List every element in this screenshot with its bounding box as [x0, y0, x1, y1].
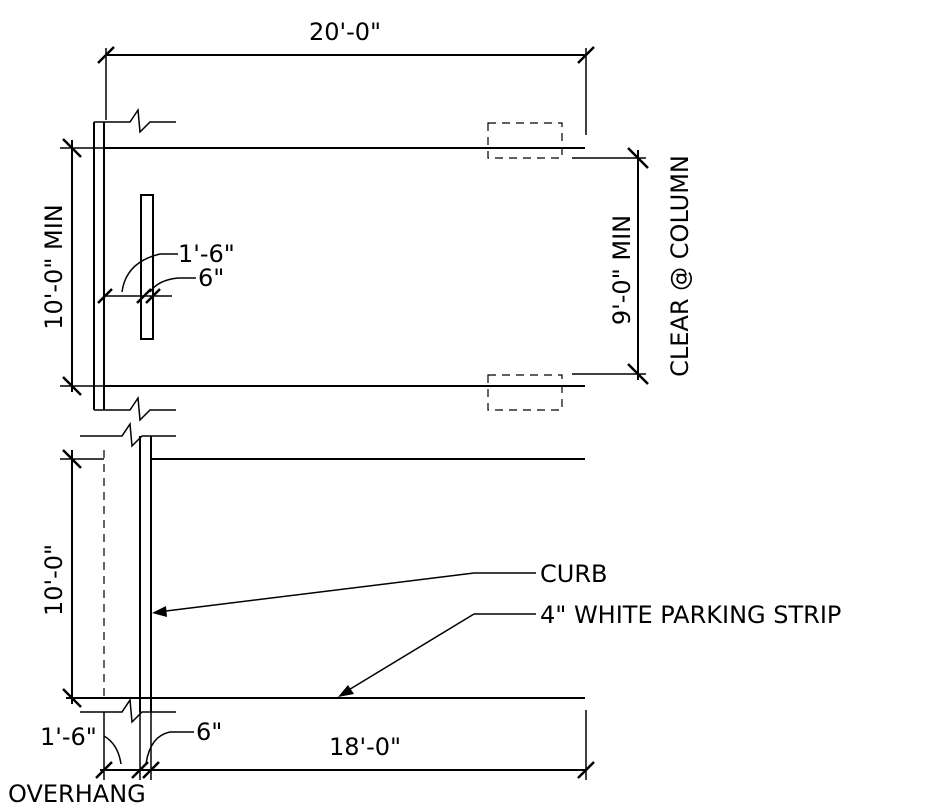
upper-wall: [93, 107, 176, 422]
upper-stall-width-label: 10'-0" MIN: [40, 204, 68, 329]
overhang-note: OVERHANG: [8, 780, 146, 808]
upper-columns: [487, 122, 563, 411]
upper-stall-lines: [104, 147, 585, 387]
column-top: [487, 122, 563, 159]
column-clear-dimension: [572, 147, 649, 385]
strip-leader: [338, 613, 536, 697]
upper-curb-width-label: 6": [198, 264, 224, 292]
bottom-dimensions: [95, 710, 595, 780]
top-width-dimension: [97, 46, 595, 135]
curb-width-label: 6": [196, 718, 222, 746]
wheel-stop: [140, 194, 154, 340]
upper-stall-width-dimension: [60, 138, 104, 396]
column-clear-note: CLEAR @ COLUMN: [666, 155, 694, 377]
upper-curb-offset-label: 1'-6": [178, 240, 235, 268]
upper-curb-dimension: [97, 253, 196, 304]
stall-depth-label: 18'-0": [329, 733, 401, 761]
lower-stall-width-label: 10'-0": [40, 544, 68, 616]
overhang-label: 1'-6": [40, 723, 97, 751]
lower-curb: [80, 421, 176, 724]
column-clear-label: 9'-0" MIN: [608, 215, 636, 325]
lower-stall-width-dimension: [60, 449, 104, 708]
lower-stall-lines: [66, 458, 585, 699]
curb-note: CURB: [540, 560, 607, 588]
top-width-label: 20'-0": [309, 18, 381, 46]
curb-leader: [152, 572, 536, 617]
strip-note: 4" WHITE PARKING STRIP: [540, 601, 841, 629]
column-bottom: [487, 374, 563, 411]
